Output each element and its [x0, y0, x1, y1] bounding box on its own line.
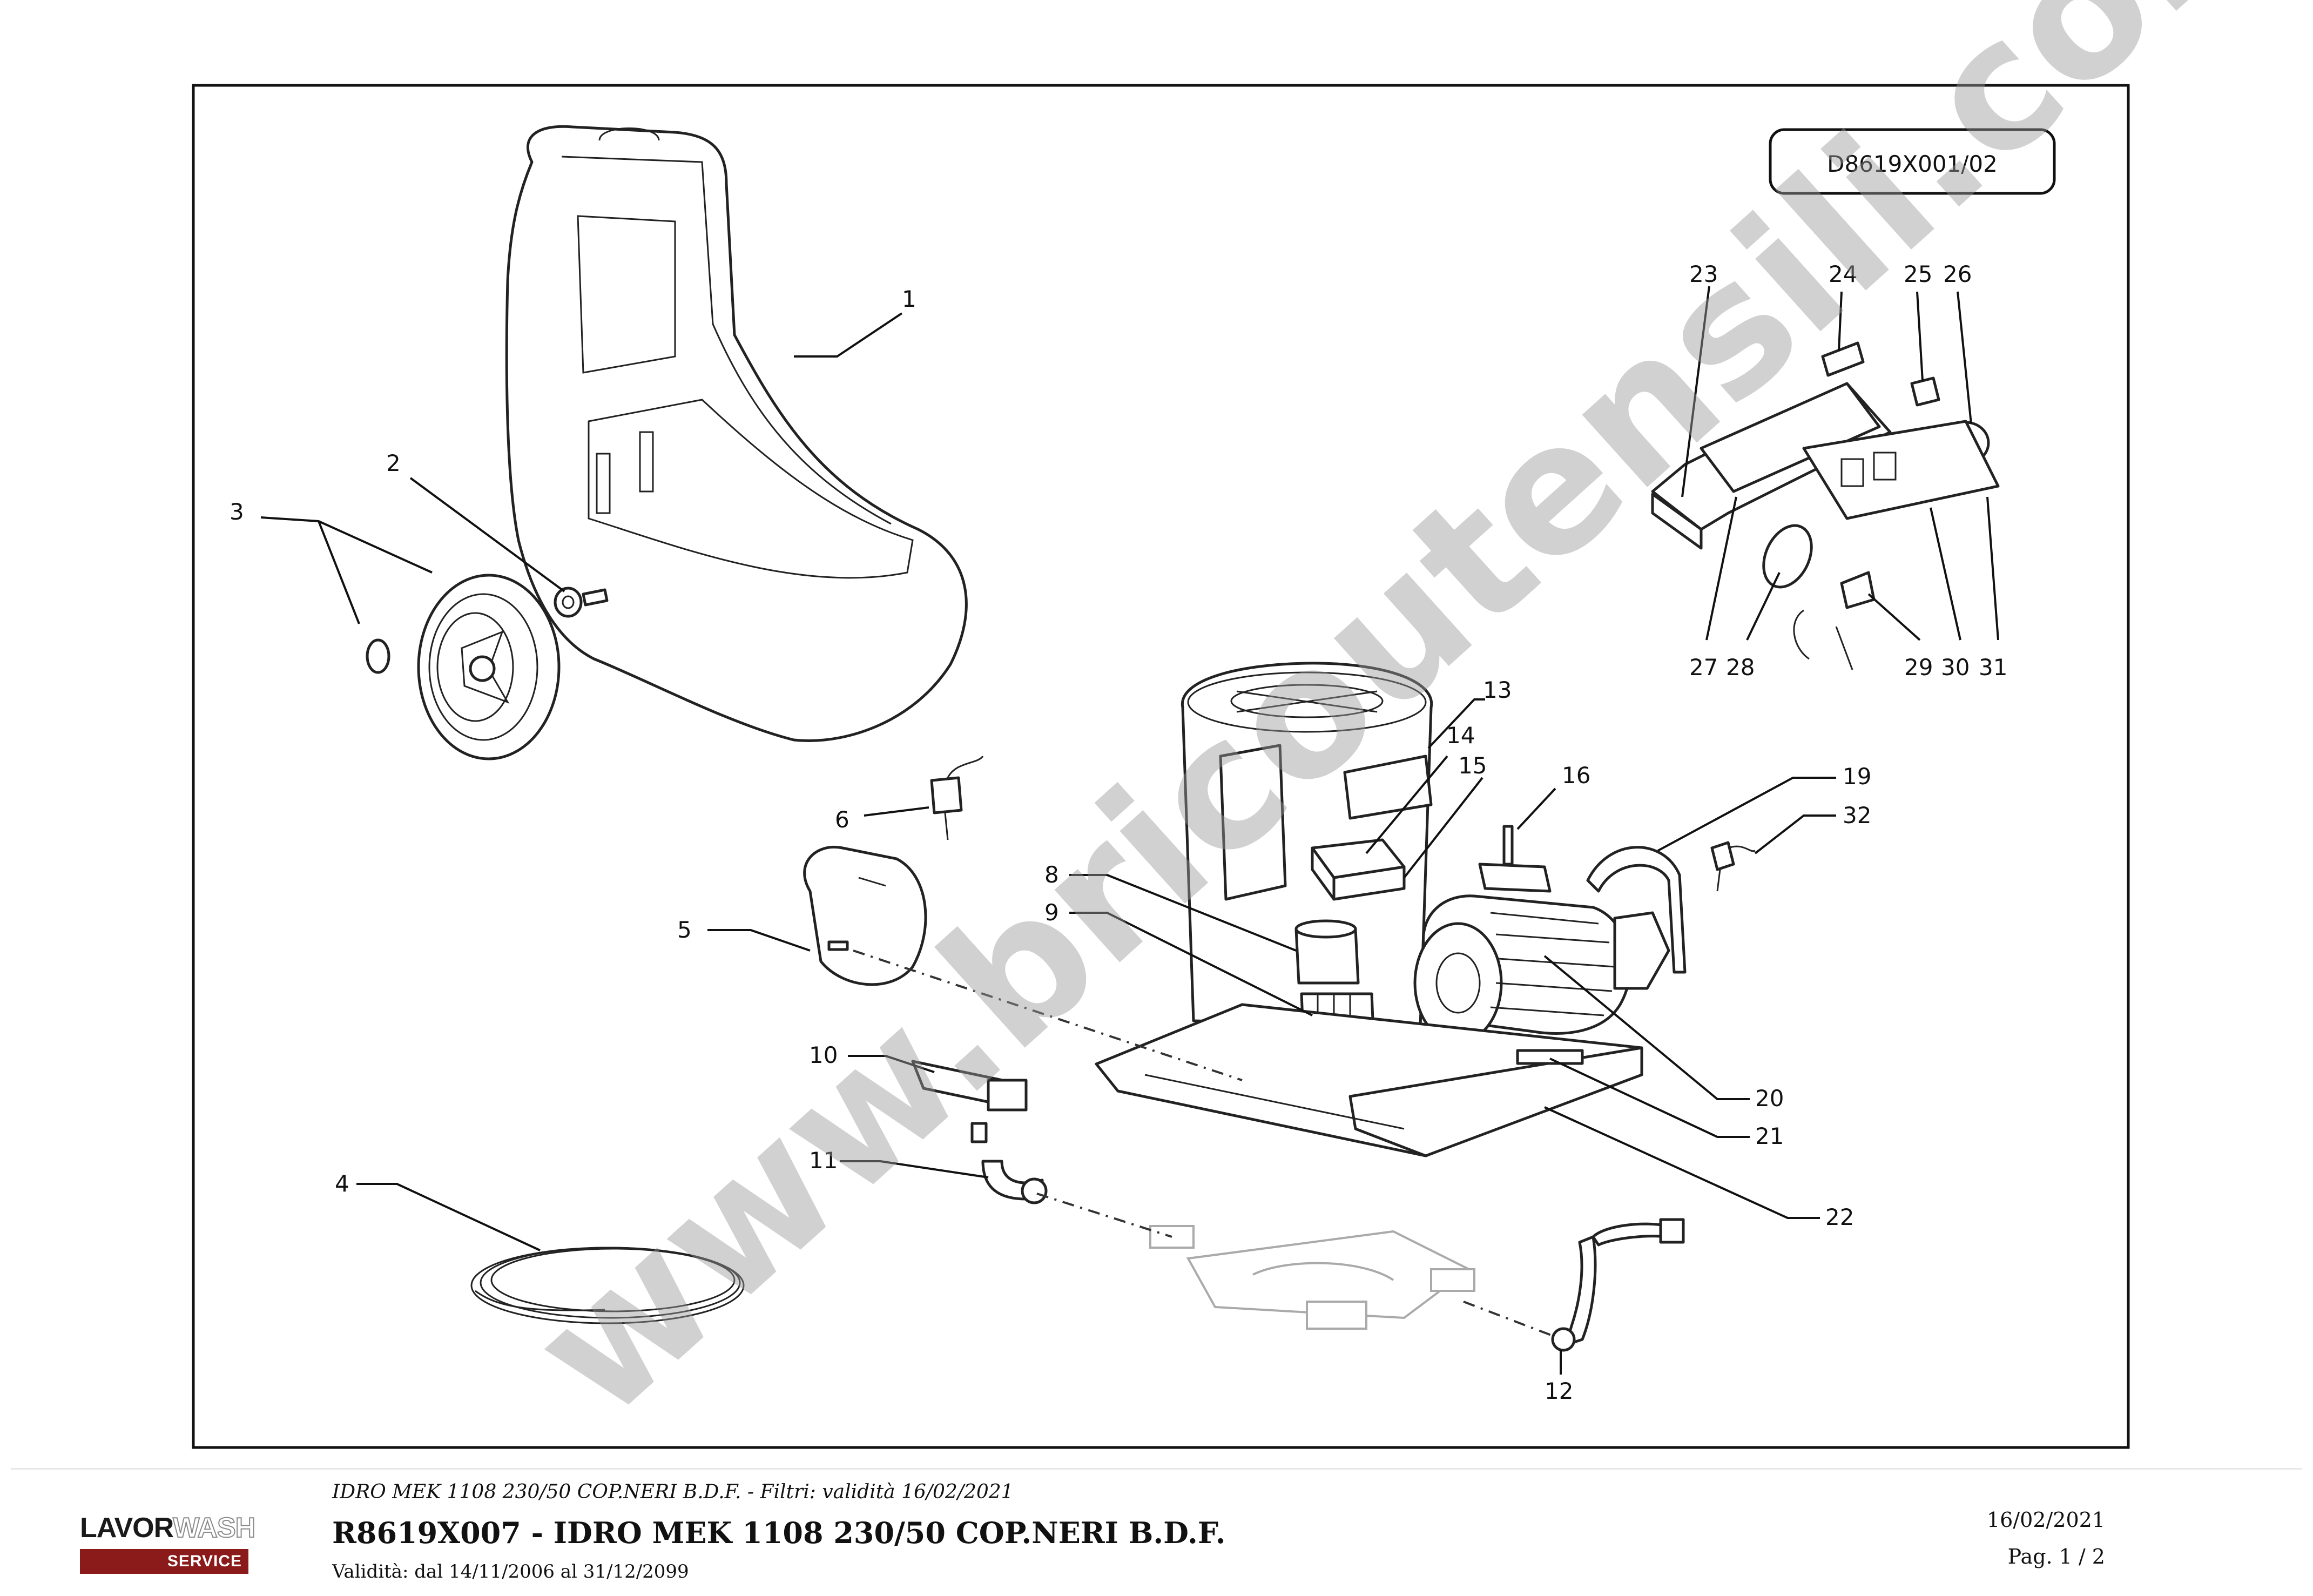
part-1-chassis — [505, 125, 968, 742]
part-25-switch — [1910, 376, 1940, 407]
svg-text:19: 19 — [1843, 763, 1871, 790]
footer-date: 16/02/2021 — [1986, 1508, 2105, 1532]
callout-20: 20 — [1543, 955, 1784, 1112]
svg-text:16: 16 — [1562, 762, 1590, 789]
diagram-code-box — [1769, 128, 2056, 195]
callout-28: 28 — [1726, 572, 1781, 681]
svg-text:13: 13 — [1483, 677, 1512, 703]
svg-text:9: 9 — [1044, 899, 1059, 926]
svg-text:29: 29 — [1904, 654, 1933, 681]
callout-30: 30 — [1930, 507, 1970, 681]
footer-subtitle: IDRO MEK 1108 230/50 COP.NERI B.D.F. - F… — [332, 1481, 1014, 1503]
callout-25: 25 — [1904, 261, 1932, 381]
callout-9: 9 — [1044, 899, 1313, 1016]
callout-8: 8 — [1044, 861, 1297, 952]
callout-4: 4 — [335, 1170, 541, 1251]
callout-22: 22 — [1544, 1106, 1854, 1230]
part-12-hose — [1551, 1218, 1685, 1352]
callout-24: 24 — [1829, 261, 1857, 352]
callout-6: 6 — [835, 806, 929, 833]
callout-15: 15 — [1403, 752, 1487, 879]
svg-text:20: 20 — [1755, 1085, 1784, 1112]
callout-13: 13 — [1427, 677, 1512, 749]
callout-26: 26 — [1943, 261, 1972, 425]
svg-text:32: 32 — [1843, 802, 1871, 829]
part-6-connector — [930, 755, 984, 840]
svg-text:23: 23 — [1689, 261, 1718, 287]
svg-text:25: 25 — [1904, 261, 1932, 287]
diagram-code: D8619X001/02 — [1827, 151, 1998, 177]
svg-text:2: 2 — [386, 450, 401, 476]
callout-31: 31 — [1979, 496, 2007, 681]
part-11-elbow — [981, 1160, 1048, 1204]
logo-wordmark: LAVORWASH — [80, 1512, 256, 1544]
svg-text:21: 21 — [1755, 1123, 1784, 1149]
callout-23: 23 — [1681, 261, 1718, 497]
callout-5: 5 — [677, 917, 811, 952]
svg-text:12: 12 — [1545, 1378, 1573, 1404]
part-20-motor — [1413, 894, 1670, 1044]
svg-text:11: 11 — [809, 1147, 838, 1174]
footer-page-number: Pag. 1 / 2 — [2007, 1545, 2105, 1568]
part-22-base — [1095, 1003, 1643, 1157]
part-32-plug — [1710, 841, 1756, 892]
svg-text:28: 28 — [1726, 654, 1755, 681]
callout-16: 16 — [1516, 762, 1590, 830]
part-16-valve — [1478, 825, 1552, 893]
svg-text:24: 24 — [1829, 261, 1857, 287]
callout-10: 10 — [809, 1042, 935, 1073]
svg-text:14: 14 — [1446, 722, 1475, 749]
part-3-wheel — [366, 574, 561, 760]
svg-text:15: 15 — [1458, 752, 1487, 779]
svg-text:22: 22 — [1825, 1204, 1854, 1230]
part-5-cover — [803, 846, 927, 986]
part-19-bracket — [1586, 846, 1687, 974]
callout-12: 12 — [1545, 1350, 1573, 1404]
part-28-capacitor — [1762, 524, 1813, 589]
callout-19: 19 — [1657, 763, 1871, 852]
callout-1: 1 — [794, 286, 916, 358]
svg-text:5: 5 — [677, 917, 692, 943]
callout-2: 2 — [386, 450, 565, 592]
logo-brand: LAVOR — [80, 1512, 173, 1544]
part-23-27-switch-box — [1651, 382, 1892, 550]
svg-text:30: 30 — [1941, 654, 1970, 681]
footer-validity: Validità: dal 14/11/2006 al 31/12/2099 — [332, 1561, 689, 1582]
callout-29: 29 — [1867, 593, 1933, 681]
svg-text:6: 6 — [835, 806, 849, 833]
callout-11: 11 — [809, 1147, 989, 1179]
part-10-pressure-switch — [911, 1060, 1028, 1143]
part-2-spacer — [554, 587, 609, 618]
part-30-panel — [1802, 420, 2000, 520]
svg-text:10: 10 — [809, 1042, 838, 1068]
part-24-terminal — [1821, 341, 1865, 377]
svg-text:26: 26 — [1943, 261, 1972, 287]
callout-14: 14 — [1365, 722, 1475, 854]
callout-21: 21 — [1549, 1058, 1784, 1149]
svg-text:3: 3 — [230, 499, 244, 525]
svg-text:27: 27 — [1689, 654, 1718, 681]
part-4-cable — [470, 1247, 745, 1324]
diagram-frame — [192, 84, 2130, 1449]
svg-text:8: 8 — [1044, 861, 1059, 888]
lavorwash-service-logo: LAVORWASH SERVICE — [80, 1512, 256, 1576]
part-14-15-capacitor-block — [1311, 838, 1406, 901]
footer-divider — [11, 1468, 2302, 1470]
logo-service-bar: SERVICE — [80, 1549, 248, 1574]
logo-brand-outline: WASH — [172, 1512, 256, 1544]
svg-text:1: 1 — [902, 286, 916, 312]
part-29-cable-clip — [1793, 571, 1876, 670]
callout-27: 27 — [1689, 496, 1737, 681]
callout-32: 32 — [1754, 802, 1871, 854]
svg-text:4: 4 — [335, 1170, 349, 1197]
footer-title: R8619X007 - IDRO MEK 1108 230/50 COP.NER… — [332, 1516, 1226, 1550]
callout-3: 3 — [230, 499, 433, 624]
svg-text:31: 31 — [1979, 654, 2007, 681]
part-ghost-base — [1149, 1225, 1475, 1330]
